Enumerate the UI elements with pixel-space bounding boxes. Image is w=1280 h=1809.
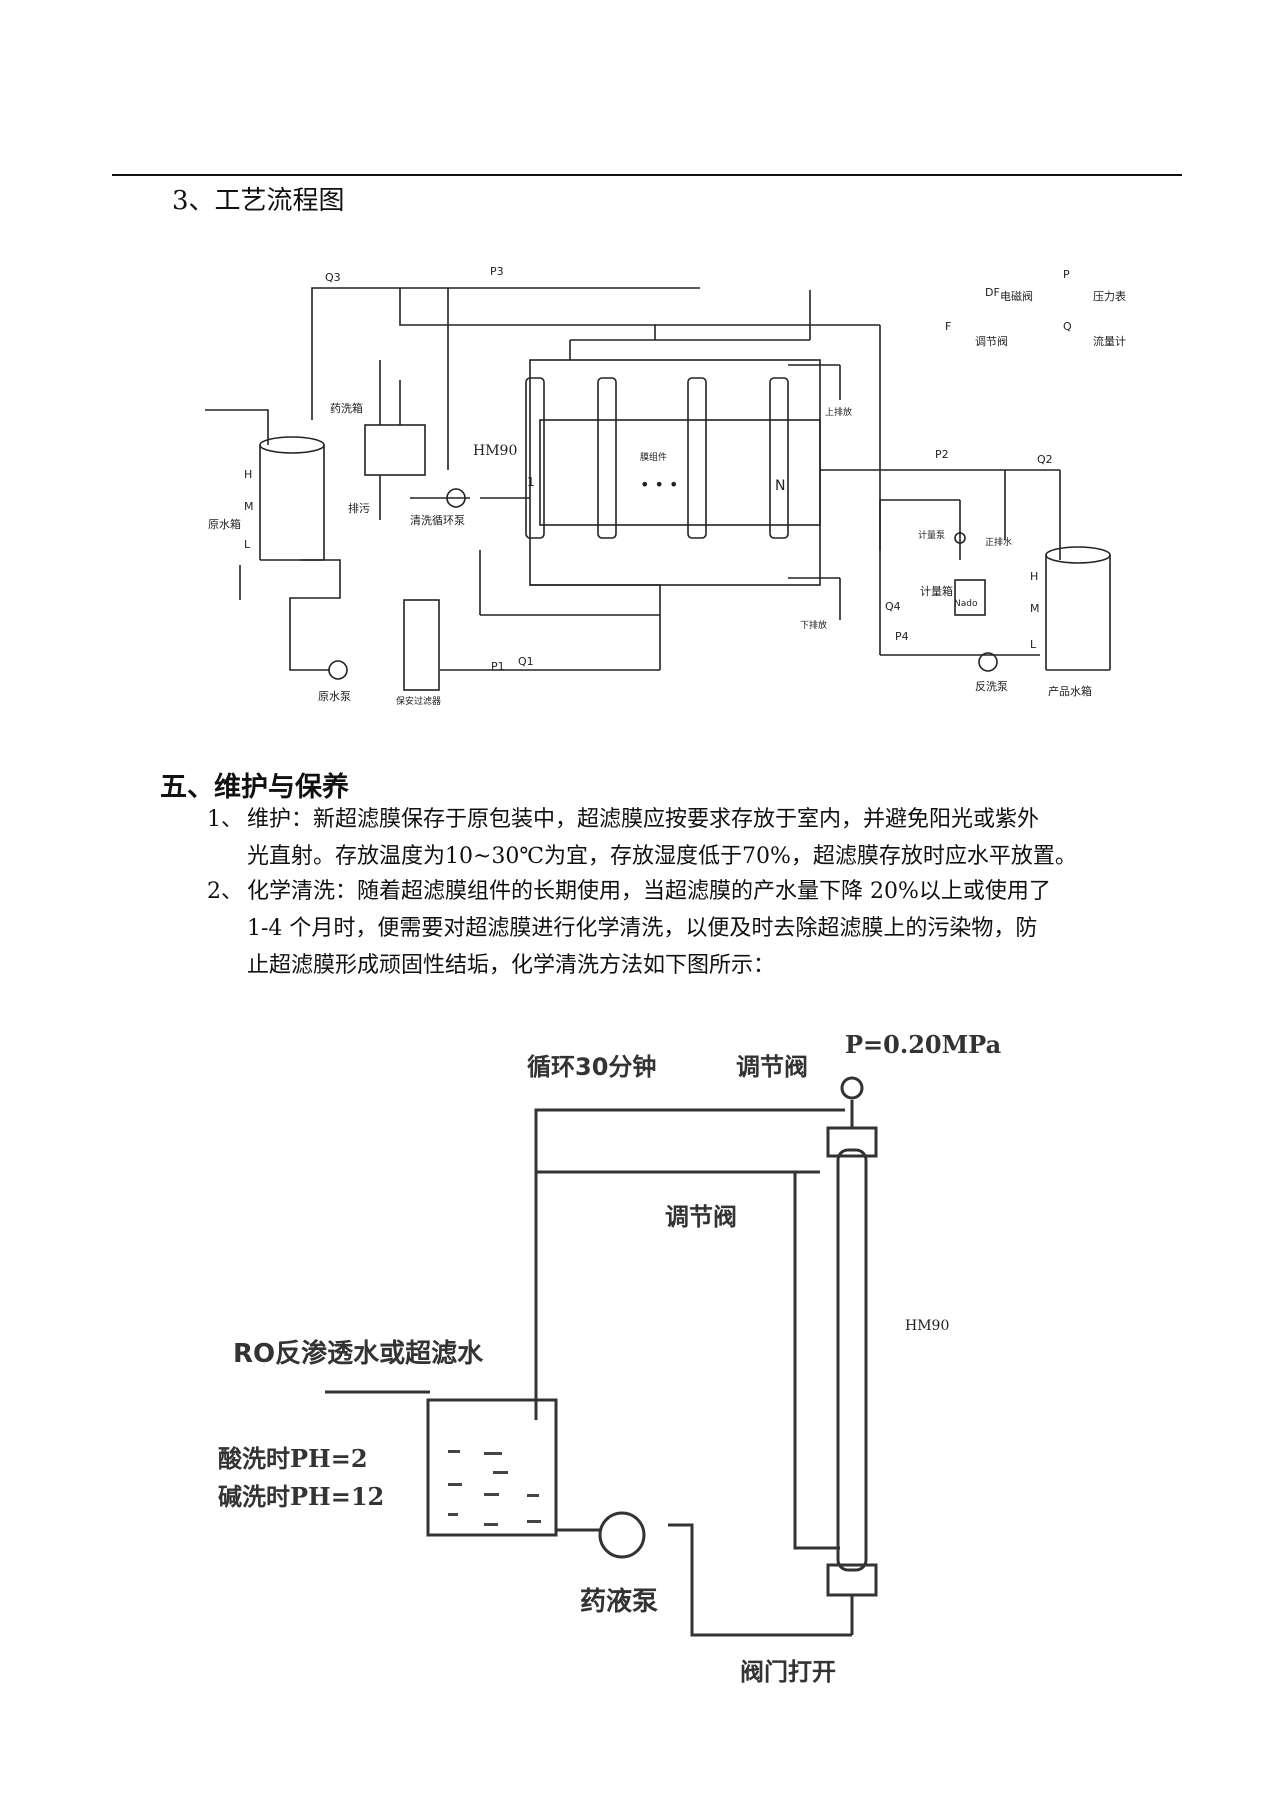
label-module: 膜组件 [640, 451, 667, 463]
column-first: 1 [527, 475, 535, 489]
label-raw-pump: 原水泵 [318, 690, 351, 703]
tag-q3: Q3 [325, 271, 341, 284]
tag-q4: Q4 [885, 600, 901, 613]
tag-q2: Q2 [1037, 453, 1053, 466]
product-tank-h: H [1030, 570, 1038, 583]
product-tank-l: L [1030, 638, 1037, 651]
column-last: N [775, 478, 785, 494]
header-rule [112, 174, 1182, 176]
flow-hm90: HM90 [473, 443, 517, 459]
legend-pressure: 压力表 [1093, 289, 1126, 303]
label-lower-drain: 下排放 [800, 619, 827, 631]
legend-regulating: 调节阀 [975, 334, 1008, 348]
nado-label: Nado [954, 599, 978, 609]
legend-solenoid: 电磁阀 [1000, 289, 1033, 303]
raw-tank-l: L [244, 538, 251, 551]
label-raw-tank: 原水箱 [208, 517, 241, 531]
tag-p4: P4 [895, 630, 909, 643]
section-title-process-flow: 3、工艺流程图 [172, 186, 345, 216]
maintenance-item-1: 1、维护：新超滤膜保存于原包装中，超滤膜应按要求存放于室内，并避免阳光或紫外 光… [207, 801, 1187, 875]
item-line: 1-4 个月时，便需要对超滤膜进行化学清洗，以便及时去除超滤膜上的污染物，防 [247, 916, 1038, 941]
product-tank-m: M [1030, 602, 1040, 615]
label-clean-pump: 清洗循环泵 [410, 514, 465, 527]
valve-open-label: 阀门打开 [740, 1658, 836, 1686]
chem-pump-label: 药液泵 [580, 1587, 658, 1617]
item-line: 维护：新超滤膜保存于原包装中，超滤膜应按要求存放于室内，并避免阳光或紫外 [247, 807, 1040, 832]
label-dosing-pump: 计量泵 [918, 529, 945, 541]
cleaning-pressure: P=0.20MPa [845, 1030, 1001, 1059]
cleaning-water-source: RO反渗透水或超滤水 [233, 1338, 484, 1369]
tag-q1: Q1 [518, 655, 534, 668]
tag-p2: P2 [935, 448, 949, 461]
legend-pressure-code: P [1063, 268, 1070, 281]
label-chem-tank: 药洗箱 [330, 401, 363, 415]
label-pos-wash: 正排水 [985, 536, 1012, 548]
alkali-wash-ph: 碱洗时PH=12 [218, 1482, 384, 1511]
section-title-maintenance: 五、维护与保养 [160, 772, 349, 803]
cleaning-valve-top: 调节阀 [736, 1053, 808, 1081]
item-line: 止超滤膜形成顽固性结垢，化学清洗方法如下图所示： [247, 953, 776, 978]
item-number: 1、 [207, 807, 243, 832]
column-dots: • • • [640, 475, 678, 494]
tag-p3: P3 [490, 265, 504, 278]
label-safety-filter: 保安过滤器 [396, 695, 441, 707]
label-backwash-pump: 反洗泵 [975, 680, 1008, 693]
maintenance-item-2: 2、化学清洗：随着超滤膜组件的长期使用，当超滤膜的产水量下降 20%以上或使用了… [207, 873, 1187, 984]
legend-solenoid-code: DF [985, 286, 1000, 299]
cleaning-valve-mid: 调节阀 [665, 1203, 737, 1231]
cleaning-loop-time: 循环30分钟 [527, 1053, 656, 1081]
legend-flow-code: Q [1063, 320, 1072, 333]
tag-p1: P1 [491, 660, 505, 673]
raw-tank-m: M [244, 500, 254, 513]
item-line: 光直射。存放温度为10~30℃为宜，存放湿度低于70%，超滤膜存放时应水平放置。 [247, 844, 1077, 869]
legend-flow: 流量计 [1093, 334, 1126, 348]
process-flow-diagram: DF 电磁阀 P 压力表 F 调节阀 Q 流量计 Q3 P3 P1 Q1 P2 … [205, 265, 1126, 707]
acid-wash-ph: 酸洗时PH=2 [218, 1444, 368, 1473]
raw-tank-h: H [244, 468, 252, 481]
item-line: 化学清洗：随着超滤膜组件的长期使用，当超滤膜的产水量下降 20%以上或使用了 [247, 879, 1051, 904]
label-upper-drain: 上排放 [825, 406, 852, 418]
label-dosing-tank: 计量箱 [920, 584, 953, 598]
label-drain: 排污 [348, 501, 370, 515]
item-number: 2、 [207, 879, 243, 904]
legend-regulating-code: F [945, 320, 951, 333]
cleaning-hm90: HM90 [905, 1318, 949, 1334]
label-product-tank: 产品水箱 [1048, 684, 1092, 698]
